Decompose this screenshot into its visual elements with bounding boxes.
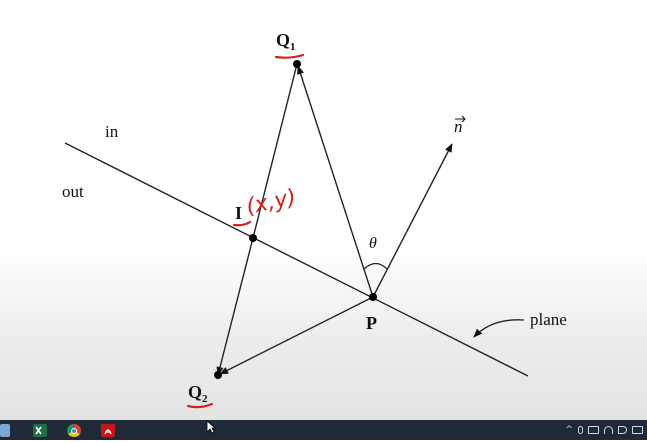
- point-q1-dot: [293, 60, 301, 68]
- keyboard-icon[interactable]: [632, 426, 643, 434]
- label-theta: θ: [369, 235, 377, 252]
- windows-explorer-icon[interactable]: [0, 424, 10, 437]
- excel-icon[interactable]: [33, 424, 47, 437]
- label-q1: Q1: [276, 30, 296, 53]
- microphone-icon[interactable]: [578, 426, 583, 434]
- geometry-diagram: in out Q1 I P Q2 n θ plane (x,y): [62, 30, 567, 409]
- plane-callout-arrow: [473, 319, 525, 338]
- ray-i-q2: [216, 237, 254, 376]
- normal-vector: [372, 143, 453, 298]
- ray-p-q1: [297, 65, 374, 298]
- system-tray: ^: [565, 420, 643, 440]
- point-p-dot: [369, 293, 377, 301]
- label-i: I: [235, 203, 242, 223]
- label-in: in: [105, 122, 119, 141]
- point-i-dot: [249, 234, 257, 242]
- label-normal: n: [454, 117, 463, 136]
- label-plane: plane: [530, 310, 567, 329]
- label-p: P: [366, 313, 377, 333]
- handwritten-coordinates: (x,y): [244, 185, 298, 220]
- acrobat-icon[interactable]: [101, 424, 115, 437]
- angle-arc: [363, 262, 388, 270]
- ray-p-q2: [219, 296, 374, 375]
- volume-icon[interactable]: [618, 426, 627, 434]
- taskbar: ^: [0, 420, 647, 440]
- chrome-icon[interactable]: [67, 424, 81, 437]
- underline-q2: [186, 402, 214, 409]
- underline-q1: [274, 53, 305, 59]
- segment-q1-i: [252, 63, 298, 239]
- chevron-up-icon[interactable]: ^: [565, 425, 573, 435]
- label-out: out: [62, 182, 84, 201]
- point-q2-dot: [214, 371, 222, 379]
- label-q2: Q2: [188, 382, 208, 405]
- wifi-icon[interactable]: [604, 426, 613, 434]
- battery-icon[interactable]: [588, 426, 599, 434]
- plane-line: [64, 142, 529, 377]
- mouse-cursor-icon: [206, 420, 216, 434]
- underline-i: [232, 220, 252, 227]
- normal-vector-arrow-mark: [455, 115, 466, 123]
